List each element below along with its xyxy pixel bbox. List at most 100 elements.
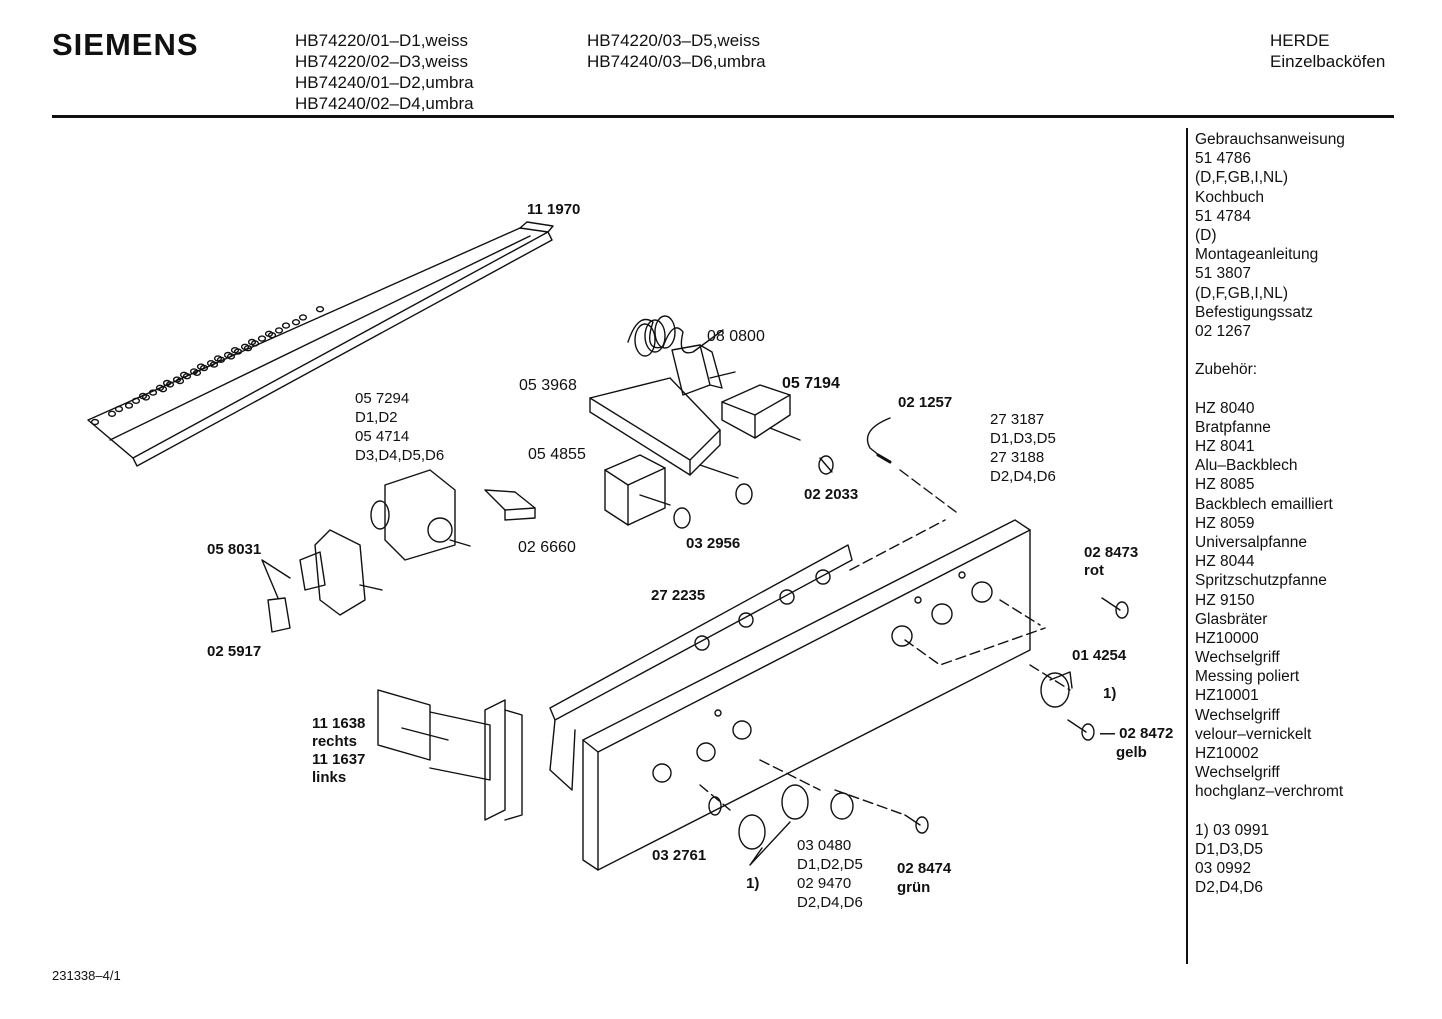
perforation-hole xyxy=(264,330,274,337)
model-list-left: HB74220/01–D1,weiss HB74220/02–D3,weiss … xyxy=(295,30,474,114)
model-line: HB74220/03–D5,weiss xyxy=(587,31,760,50)
part-label: 01 4254 xyxy=(1072,647,1127,664)
part-label-line: 11 1637 xyxy=(312,751,366,768)
exploded-parts-drawing xyxy=(87,221,1129,871)
sidebar-line: Befestigungssatz xyxy=(1195,303,1314,321)
control-panel-back-part xyxy=(549,544,853,791)
perforation-hole xyxy=(257,335,267,342)
contact-part xyxy=(484,489,536,521)
control-panel-front-part xyxy=(582,519,1031,871)
sidebar-line: 02 1267 xyxy=(1195,322,1252,340)
part-label: 03 2956 xyxy=(686,535,741,552)
perforation-hole xyxy=(189,368,199,375)
perforation-hole xyxy=(213,355,223,362)
leader-line xyxy=(749,821,791,866)
footnote-marker: 1) xyxy=(1103,685,1117,702)
part-label-line: grün xyxy=(897,879,931,896)
perforation-hole xyxy=(223,351,233,359)
sidebar-line: HZ10000 xyxy=(1195,629,1259,647)
part-label-line: 02 8474 xyxy=(897,860,952,877)
part-label-group: 02 8474 grün xyxy=(897,859,951,897)
model-list-right: HB74220/03–D5,weiss HB74240/03–D6,umbra xyxy=(587,30,766,72)
part-label: 05 3968 xyxy=(519,377,577,394)
part-label-line: 02 9470 xyxy=(797,875,852,892)
part-label-line: D1,D3,D5 xyxy=(990,430,1056,447)
part-label: 11 1970 xyxy=(527,201,581,218)
perforation-hole xyxy=(162,379,172,387)
part-label: 05 8031 xyxy=(207,541,262,558)
part-label-line: 05 4714 xyxy=(355,428,410,445)
perforation-hole xyxy=(90,418,100,426)
part-label-group: 03 0480 D1,D2,D5 02 9470 D2,D4,D6 xyxy=(797,836,863,912)
category-line: HERDE xyxy=(1270,31,1330,50)
sidebar-line: 51 4786 xyxy=(1195,150,1252,168)
part-label-line: D2,D4,D6 xyxy=(990,468,1056,485)
switch-block-part xyxy=(589,377,739,479)
part-label-line: 05 7294 xyxy=(355,390,410,407)
perforation-hole xyxy=(124,402,134,409)
assembly-guide-lines xyxy=(699,469,1071,816)
sidebar-line: (D) xyxy=(1195,226,1217,244)
part-label-line: links xyxy=(312,769,347,786)
perforation-hole xyxy=(206,360,216,367)
perforation-hole xyxy=(240,343,250,350)
perforation-hole xyxy=(114,405,124,413)
perforation-hole xyxy=(247,338,257,346)
document-number: 231338–4/1 xyxy=(52,968,121,983)
sidebar-line: HZ 8059 xyxy=(1195,514,1255,532)
part-label-group: 11 1638 rechts 11 1637 links xyxy=(312,715,365,787)
perforation-hole xyxy=(155,384,165,391)
sidebar-line: (D,F,GB,I,NL) xyxy=(1195,169,1289,187)
spacer-sleeve-part xyxy=(673,483,753,529)
model-line: HB74220/01–D1,weiss xyxy=(295,31,468,50)
part-label: 05 7194 xyxy=(782,375,840,392)
perforation-hole xyxy=(138,392,148,400)
sidebar-line: Kochbuch xyxy=(1195,188,1264,206)
part-label: 02 6660 xyxy=(518,539,576,556)
microswitch-part xyxy=(267,597,291,633)
part-label-line: 03 0480 xyxy=(797,837,852,854)
lamp-holder-part xyxy=(818,455,834,475)
part-label-line: — 02 8472 xyxy=(1100,725,1174,742)
sidebar-line: Montageanleitung xyxy=(1195,246,1319,264)
part-label-group: 27 3187 D1,D3,D5 27 3188 D2,D4,D6 xyxy=(990,410,1056,486)
perforation-hole xyxy=(281,322,291,329)
sidebar-line: D1,D3,D5 xyxy=(1195,840,1264,858)
timer-clock-part xyxy=(370,469,471,561)
sidebar-line: Backblech emailliert xyxy=(1195,495,1333,513)
part-label-line: gelb xyxy=(1116,744,1147,761)
sidebar-line: D2,D4,D6 xyxy=(1195,879,1264,897)
sidebar-line xyxy=(1195,802,1345,821)
sidebar-line: Glasbräter xyxy=(1195,610,1268,628)
perforation-hole xyxy=(298,314,308,321)
part-label-line: rot xyxy=(1084,562,1104,579)
sidebar-line xyxy=(1195,341,1345,360)
model-line: HB74240/02–D4,umbra xyxy=(295,94,474,113)
perforation-hole xyxy=(230,347,240,354)
sidebar-line: Messing poliert xyxy=(1195,668,1300,686)
sidebar-line: Bratpfanne xyxy=(1195,418,1271,436)
rotary-switch-part xyxy=(604,454,671,526)
part-label-line: D3,D4,D5,D6 xyxy=(355,447,445,464)
sidebar-line: Universalpfanne xyxy=(1195,533,1308,551)
part-label-line: 27 3188 xyxy=(990,449,1045,466)
sidebar-line xyxy=(1195,379,1345,398)
part-label-group: — 02 8472 gelb xyxy=(1100,724,1173,762)
lamp-cap-part xyxy=(904,597,1129,834)
thermostat-part xyxy=(627,315,736,396)
part-label: 05 4855 xyxy=(528,446,586,463)
part-label-group: 02 8473 rot xyxy=(1084,544,1138,580)
part-label: 02 2033 xyxy=(804,486,859,503)
model-line: HB74240/03–D6,umbra xyxy=(587,52,766,71)
part-label: 02 5917 xyxy=(207,643,262,660)
sidebar-line: HZ 8041 xyxy=(1195,438,1255,455)
sidebar-divider xyxy=(1186,128,1188,964)
category-label: HERDE Einzelbacköfen xyxy=(1270,30,1385,72)
part-label-line: D1,D2 xyxy=(355,409,398,426)
sidebar-line: Wechselgriff xyxy=(1195,706,1280,724)
leader-line xyxy=(261,559,291,599)
perforation-hole xyxy=(172,376,182,383)
cable-part xyxy=(866,417,892,464)
part-label-line: rechts xyxy=(312,733,358,750)
perforation-hole xyxy=(274,327,284,334)
